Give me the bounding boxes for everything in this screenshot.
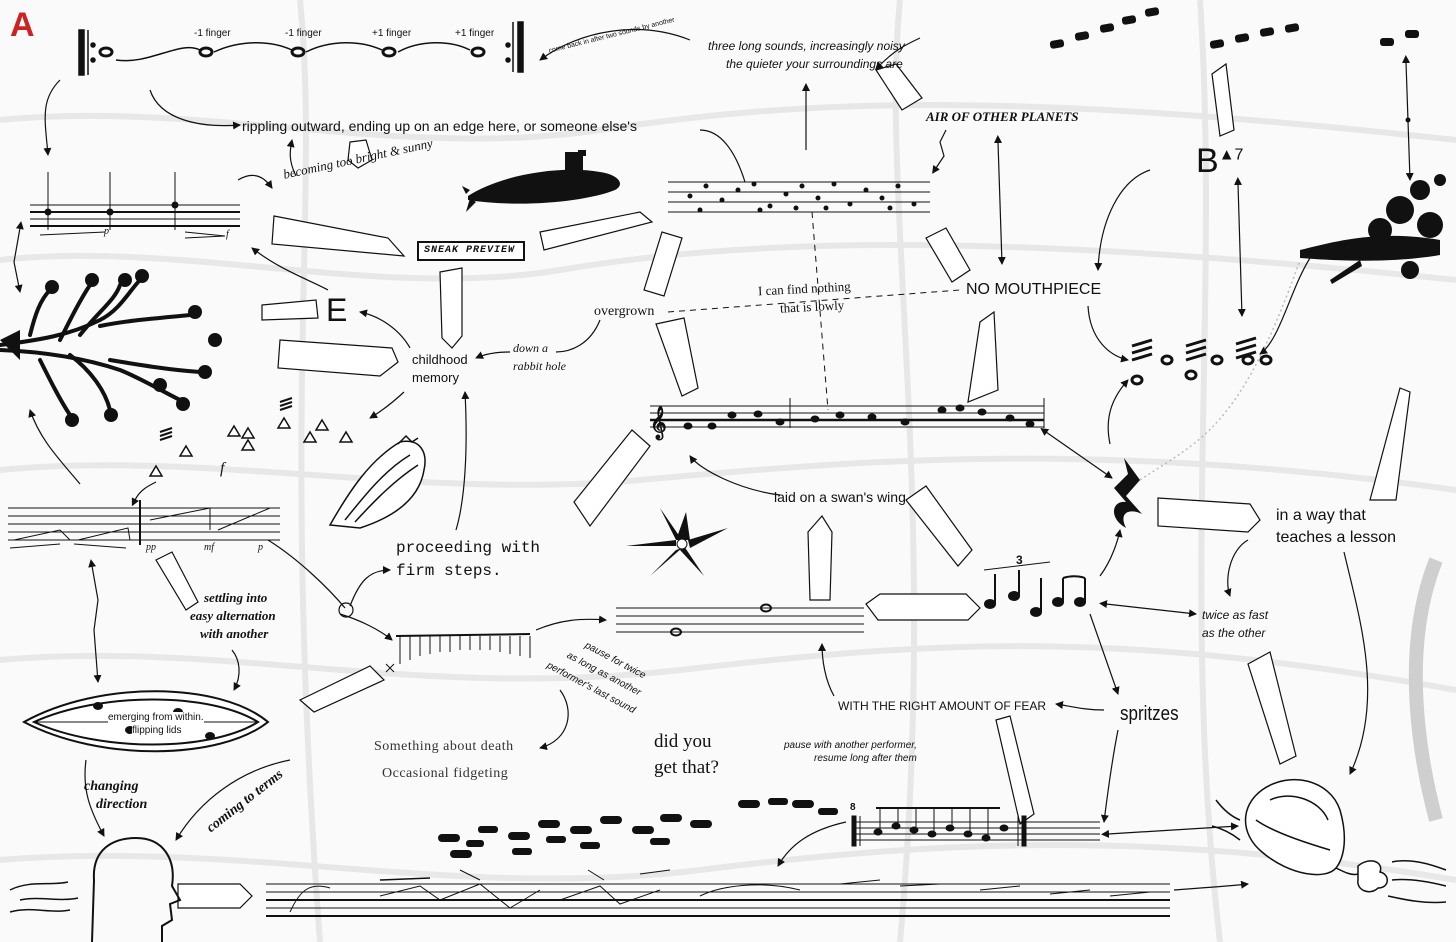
no-mouthpiece-label: NO MOUTHPIECE <box>966 281 1102 298</box>
settling-label-3: with another <box>200 626 269 641</box>
sneak-preview-label: SNEAK PREVIEW <box>424 245 516 256</box>
dynamic-mark: p <box>104 226 109 237</box>
b7-superscript: ▲7 <box>1218 146 1244 164</box>
footprints-icon <box>1049 7 1419 49</box>
triplet-notes <box>983 561 1086 617</box>
footprints-icon-bottom <box>438 798 838 858</box>
emerging-label-1: emerging from within. <box>108 712 204 724</box>
wind-lines <box>9 881 79 913</box>
rabbit-hole-label-1: down a <box>513 341 549 355</box>
tick-comb <box>385 633 531 673</box>
childhood-label-1: childhood <box>412 352 468 367</box>
changing-label-1: changing <box>84 779 139 794</box>
dynamic-f-mark: f <box>220 460 225 477</box>
weed-icon <box>1300 174 1446 284</box>
small-score <box>30 172 240 239</box>
head-icon <box>91 836 182 942</box>
twice-fast-label-1: twice as fast <box>1202 608 1269 622</box>
tuplet-mark: 3 <box>1016 553 1023 567</box>
death-label: Something about death <box>374 739 514 754</box>
twice-fast-label-2: as the other <box>1202 626 1266 640</box>
b7-letter: B <box>1196 142 1219 180</box>
fidgeting-label: Occasional fidgeting <box>382 766 509 781</box>
did-you-label-2: get that? <box>654 757 719 778</box>
ladder-score <box>8 500 280 549</box>
eighth-staff <box>851 807 1100 847</box>
spritzes-label: spritzes <box>1120 703 1179 725</box>
triangle-marks <box>148 416 354 477</box>
lesson-label-2: teaches a lesson <box>1276 529 1397 546</box>
proceeding-label-1: proceeding with <box>396 539 541 557</box>
lesson-label-1: in a way that <box>1276 507 1366 524</box>
e-label: E <box>326 292 348 328</box>
dot-staff <box>668 181 930 213</box>
b7-label: B▲7 <box>1196 142 1243 181</box>
right-fear-label: WITH THE RIGHT AMOUNT OF FEAR <box>838 699 1047 713</box>
svg-text:𝄞: 𝄞 <box>650 407 667 440</box>
quarter-rest-icon <box>1113 458 1142 528</box>
did-you-label-1: did you <box>654 731 712 752</box>
pause-with-label-1: pause with another performer, <box>784 740 917 751</box>
pointer-shapes <box>155 62 1411 909</box>
submarine-icon <box>462 150 620 212</box>
ottava-mark: 8 <box>850 802 856 813</box>
finger-mark: -1 finger <box>194 28 231 39</box>
laid-swan-label: laid on a swan's wing <box>774 489 906 505</box>
bottom-score <box>266 869 1170 917</box>
finger-mark: +1 finger <box>372 28 412 39</box>
rippling-label: rippling outward, ending up on an edge h… <box>242 118 637 134</box>
main-staff: 𝄞 <box>650 398 1045 441</box>
sneak-preview-box <box>417 241 525 261</box>
tree-icon <box>0 269 222 427</box>
quieter-surroundings-label: the quieter your surroundings are <box>726 57 903 71</box>
repeat-score <box>78 21 524 76</box>
emerging-label-2: flipping lids <box>132 725 182 737</box>
settling-label-1: settling into <box>204 590 268 605</box>
dynamic-mark: p <box>258 542 263 553</box>
conch-shell-icon <box>328 434 426 529</box>
gray-stroke <box>1408 557 1443 822</box>
changing-label-2: direction <box>96 797 148 812</box>
settling-label-2: easy alternation <box>190 608 276 623</box>
balloon-icon <box>1211 778 1447 904</box>
pause-with-label-2: resume long after them <box>814 753 917 764</box>
finger-mark: +1 finger <box>455 28 495 39</box>
finger-mark: -1 finger <box>285 28 322 39</box>
rabbit-hole-label-2: rabbit hole <box>513 359 566 373</box>
dynamic-mark: f <box>226 229 229 240</box>
childhood-label-2: memory <box>412 370 459 385</box>
compass-rose-icon <box>626 508 728 576</box>
overgrown-label: overgrown <box>594 304 655 319</box>
dynamic-mark: mf <box>204 542 214 553</box>
three-long-sounds-label: three long sounds, increasingly noisy <box>708 39 905 53</box>
section-a-label: A <box>10 6 35 44</box>
air-planets-label: AIR OF OTHER PLANETS <box>926 109 1079 124</box>
dynamic-mark: pp <box>146 542 156 553</box>
tremolo-notes <box>1130 336 1273 386</box>
proceeding-label-2: firm steps. <box>396 562 502 580</box>
whole-note-staff <box>616 603 864 637</box>
